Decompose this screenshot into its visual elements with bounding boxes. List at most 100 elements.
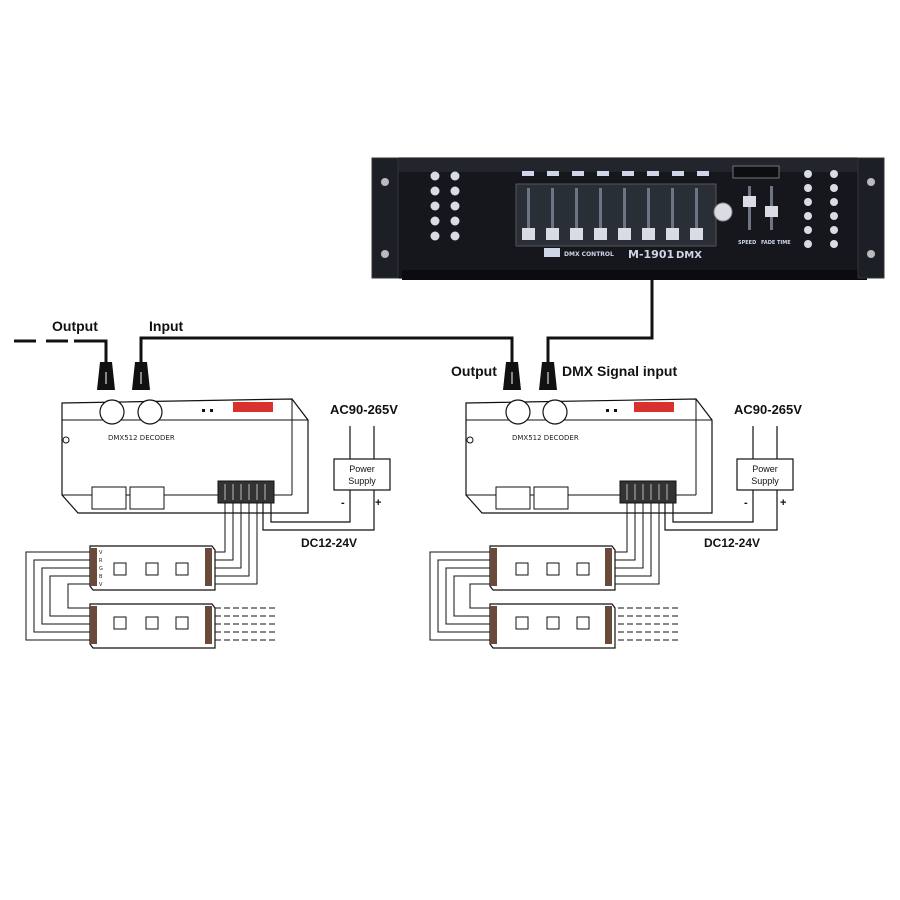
mount-hole-icon (62, 436, 70, 444)
led-dot-icon (202, 409, 205, 412)
output-terminal-block (217, 480, 275, 504)
led-chip-icon (546, 616, 560, 630)
rack-screw-icon (867, 250, 875, 258)
cable-right-output-to-left-input (139, 336, 514, 362)
strip-pin-label: V (99, 550, 103, 556)
strip-pin-label: B (99, 574, 103, 580)
scanner-button (450, 216, 460, 226)
jog-knob-icon (713, 202, 733, 222)
scanner-button (450, 186, 460, 196)
strip-solder-pads (205, 548, 212, 586)
strip-solder-pads (90, 548, 97, 586)
right-decoder: DMX512 DECODER (465, 398, 713, 514)
rack-screw-icon (381, 178, 389, 186)
speed-fader-label: SPEED (738, 240, 756, 246)
right-power-supply: AC90-265V Power Supply - + DC12-24V (664, 402, 802, 550)
right-strip-wiring (429, 503, 680, 641)
dmx-controller: DMX CONTROL M-1901 DMX SPEED FADE TIME (371, 157, 885, 280)
controller-dmx-label: DMX (676, 250, 702, 261)
scanner-button (430, 171, 440, 181)
controller-base (402, 270, 867, 280)
xlr-socket-icon (542, 399, 568, 425)
led-chip-icon (515, 616, 529, 630)
controller-display (732, 165, 780, 179)
led-chip-icon (546, 562, 560, 576)
scanner-buttons-left (430, 171, 460, 241)
right-led-strip-2 (489, 603, 616, 649)
led-chip-icon (515, 562, 529, 576)
power-supply-box (736, 458, 794, 491)
mount-hole-icon (466, 436, 474, 444)
dmx-cables (10, 279, 654, 362)
left-output-label: Output (52, 318, 98, 334)
led-dot-icon (614, 409, 617, 412)
fader-knob (765, 206, 778, 217)
rack-screw-icon (867, 178, 875, 186)
led-chip-icon (145, 562, 159, 576)
strip-pin-label: R (99, 558, 103, 564)
scanner-button (430, 186, 440, 196)
right-dc-label: DC12-24V (704, 536, 760, 550)
right-led-strip-1 (489, 545, 616, 591)
scanner-button (450, 171, 460, 181)
scene-buttons-row (522, 171, 709, 176)
channel-faders (522, 188, 703, 240)
fader-knob (570, 228, 583, 240)
power-supply-box (333, 458, 391, 491)
controller-brand: DMX CONTROL (564, 251, 614, 258)
led-chip-icon (113, 562, 127, 576)
strip-solder-pads (90, 606, 97, 644)
rack-screw-icon (381, 250, 389, 258)
output-terminal-block (619, 480, 677, 504)
xlr-socket-icon (99, 399, 125, 425)
rj45-port-icon (129, 486, 165, 510)
right-ac-label: AC90-265V (734, 402, 802, 417)
left-power-supply: AC90-265V Power Supply - + DC12-24V (262, 402, 398, 550)
cable-controller-to-right-input (546, 279, 654, 362)
power-supply-label-2: Supply (751, 476, 779, 486)
rack-ear-left (371, 157, 399, 279)
led-chip-icon (175, 562, 189, 576)
rj45-port-icon (533, 486, 569, 510)
xlr-socket-icon (137, 399, 163, 425)
control-buttons-right (804, 170, 838, 248)
rack-ear-right (857, 157, 885, 279)
left-ac-label: AC90-265V (330, 402, 398, 417)
strip-solder-pads (490, 606, 497, 644)
strip-solder-pads (605, 548, 612, 586)
rj45-port-icon (495, 486, 531, 510)
left-input-label: Input (149, 318, 184, 334)
fader-knob (666, 228, 679, 240)
left-led-strip-2 (89, 603, 216, 649)
plus-label: + (780, 497, 786, 509)
right-input-label: DMX Signal input (562, 363, 677, 379)
fader-knob (618, 228, 631, 240)
speed-fade-faders (743, 186, 778, 230)
left-strip-wiring (25, 503, 278, 641)
fader-knob (743, 196, 756, 207)
scanner-button (450, 231, 460, 241)
strip-solder-pads (605, 606, 612, 644)
brand-logo-icon (544, 248, 560, 257)
left-dc-label: DC12-24V (301, 536, 357, 550)
power-supply-label-1: Power (752, 464, 778, 474)
led-chip-icon (175, 616, 189, 630)
status-indicator (634, 402, 674, 412)
decoder-label: DMX512 DECODER (108, 434, 175, 442)
fader-knob (546, 228, 559, 240)
cable-left-output (74, 339, 108, 362)
power-supply-label-1: Power (349, 464, 375, 474)
xlr-socket-icon (505, 399, 531, 425)
fader-knob (522, 228, 535, 240)
rj45-port-icon (91, 486, 127, 510)
xlr-plugs (97, 362, 557, 390)
power-supply-label-2: Supply (348, 476, 376, 486)
led-dot-icon (210, 409, 213, 412)
left-decoder: DMX512 DECODER (61, 398, 309, 514)
status-indicator (233, 402, 273, 412)
minus-label: - (744, 497, 748, 509)
scanner-button (430, 201, 440, 211)
fader-knob (690, 228, 703, 240)
fader-knob (642, 228, 655, 240)
